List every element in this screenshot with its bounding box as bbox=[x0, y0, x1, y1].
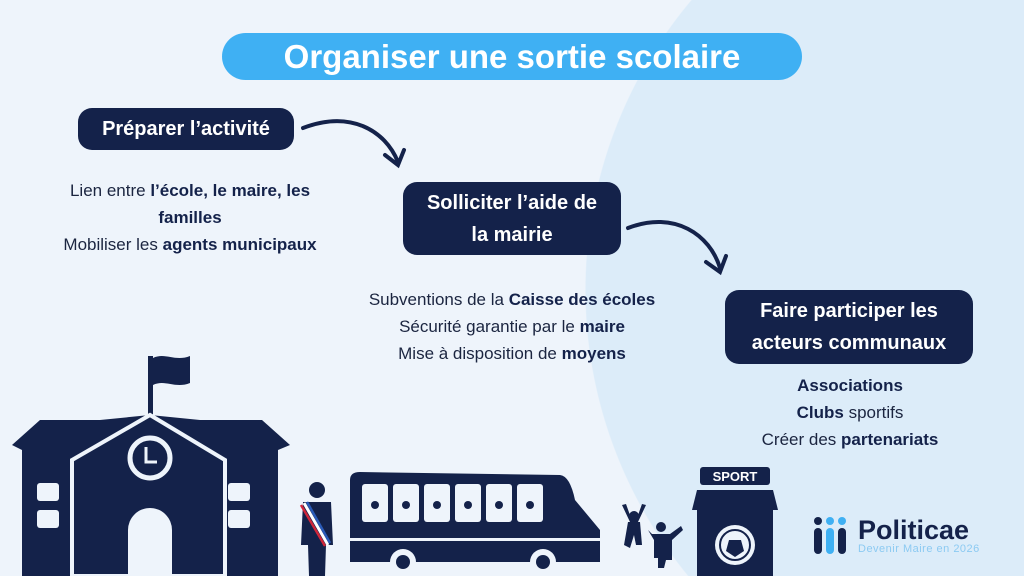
bus-icon bbox=[350, 472, 600, 575]
step-2-box: Solliciter l’aide de la mairie bbox=[403, 182, 621, 255]
step-3-box: Faire participer les acteurs communaux bbox=[725, 290, 973, 364]
detail-line: Clubs sportifs bbox=[700, 399, 1000, 426]
detail-bold: Caisse des écoles bbox=[508, 290, 656, 309]
detail-bold: Clubs bbox=[796, 403, 844, 422]
detail-text: Mobiliser les bbox=[63, 235, 163, 254]
logo-mark-icon bbox=[814, 517, 846, 554]
detail-bold: partenariats bbox=[841, 430, 939, 449]
detail-line: Mobiliser les agents municipaux bbox=[30, 231, 350, 258]
detail-line: familles bbox=[30, 204, 350, 231]
sport-sign-text: SPORT bbox=[713, 469, 758, 484]
brand-tagline: Devenir Maire en 2026 bbox=[858, 543, 980, 555]
detail-bold: l’école, le maire, les bbox=[150, 181, 311, 200]
step-2-details: Subventions de la Caisse des écoles Sécu… bbox=[332, 286, 692, 367]
school-icon bbox=[12, 356, 290, 576]
detail-line: Créer des partenariats bbox=[700, 426, 1000, 453]
children-icon bbox=[622, 504, 683, 568]
detail-line: Mise à disposition de moyens bbox=[332, 340, 692, 367]
detail-bold: moyens bbox=[561, 344, 626, 363]
step-3-label: acteurs communaux bbox=[751, 332, 947, 354]
step-1-box: Préparer l’activité bbox=[78, 108, 294, 150]
step-2-label: Solliciter l’aide de bbox=[426, 191, 598, 214]
detail-text: sportifs bbox=[843, 403, 904, 422]
step-1-details: Lien entre l’école, le maire, les famill… bbox=[30, 177, 350, 258]
detail-text: Subventions de la bbox=[368, 290, 509, 309]
detail-line: Associations bbox=[700, 372, 1000, 399]
page-title: Organiser une sortie scolaire bbox=[222, 33, 802, 80]
brand-text: Politicae Devenir Maire en 2026 bbox=[858, 515, 980, 556]
step-3-details: Associations Clubs sportifs Créer des pa… bbox=[700, 372, 1000, 453]
detail-text: Créer des bbox=[761, 430, 842, 449]
detail-bold: maire bbox=[579, 317, 625, 336]
mayor-icon bbox=[299, 482, 333, 576]
detail-bold: familles bbox=[158, 208, 222, 227]
sport-shop-icon: SPORT bbox=[692, 467, 778, 576]
detail-text: Mise à disposition de bbox=[398, 344, 562, 363]
arrow-2-icon bbox=[626, 220, 728, 276]
detail-text: Sécurité garantie par le bbox=[399, 317, 580, 336]
brand-logo: Politicae Devenir Maire en 2026 bbox=[812, 515, 980, 557]
detail-line: Lien entre l’école, le maire, les bbox=[30, 177, 350, 204]
detail-bold: Associations bbox=[797, 376, 903, 395]
arrow-1-icon bbox=[301, 119, 406, 169]
detail-line: Subventions de la Caisse des écoles bbox=[332, 286, 692, 313]
brand-name: Politicae bbox=[858, 515, 970, 545]
step-3-label: Faire participer les bbox=[760, 300, 938, 322]
detail-bold: agents municipaux bbox=[162, 235, 317, 254]
detail-line: Sécurité garantie par le maire bbox=[332, 313, 692, 340]
detail-text: Lien entre bbox=[69, 181, 151, 200]
step-2-label: la mairie bbox=[471, 223, 553, 246]
